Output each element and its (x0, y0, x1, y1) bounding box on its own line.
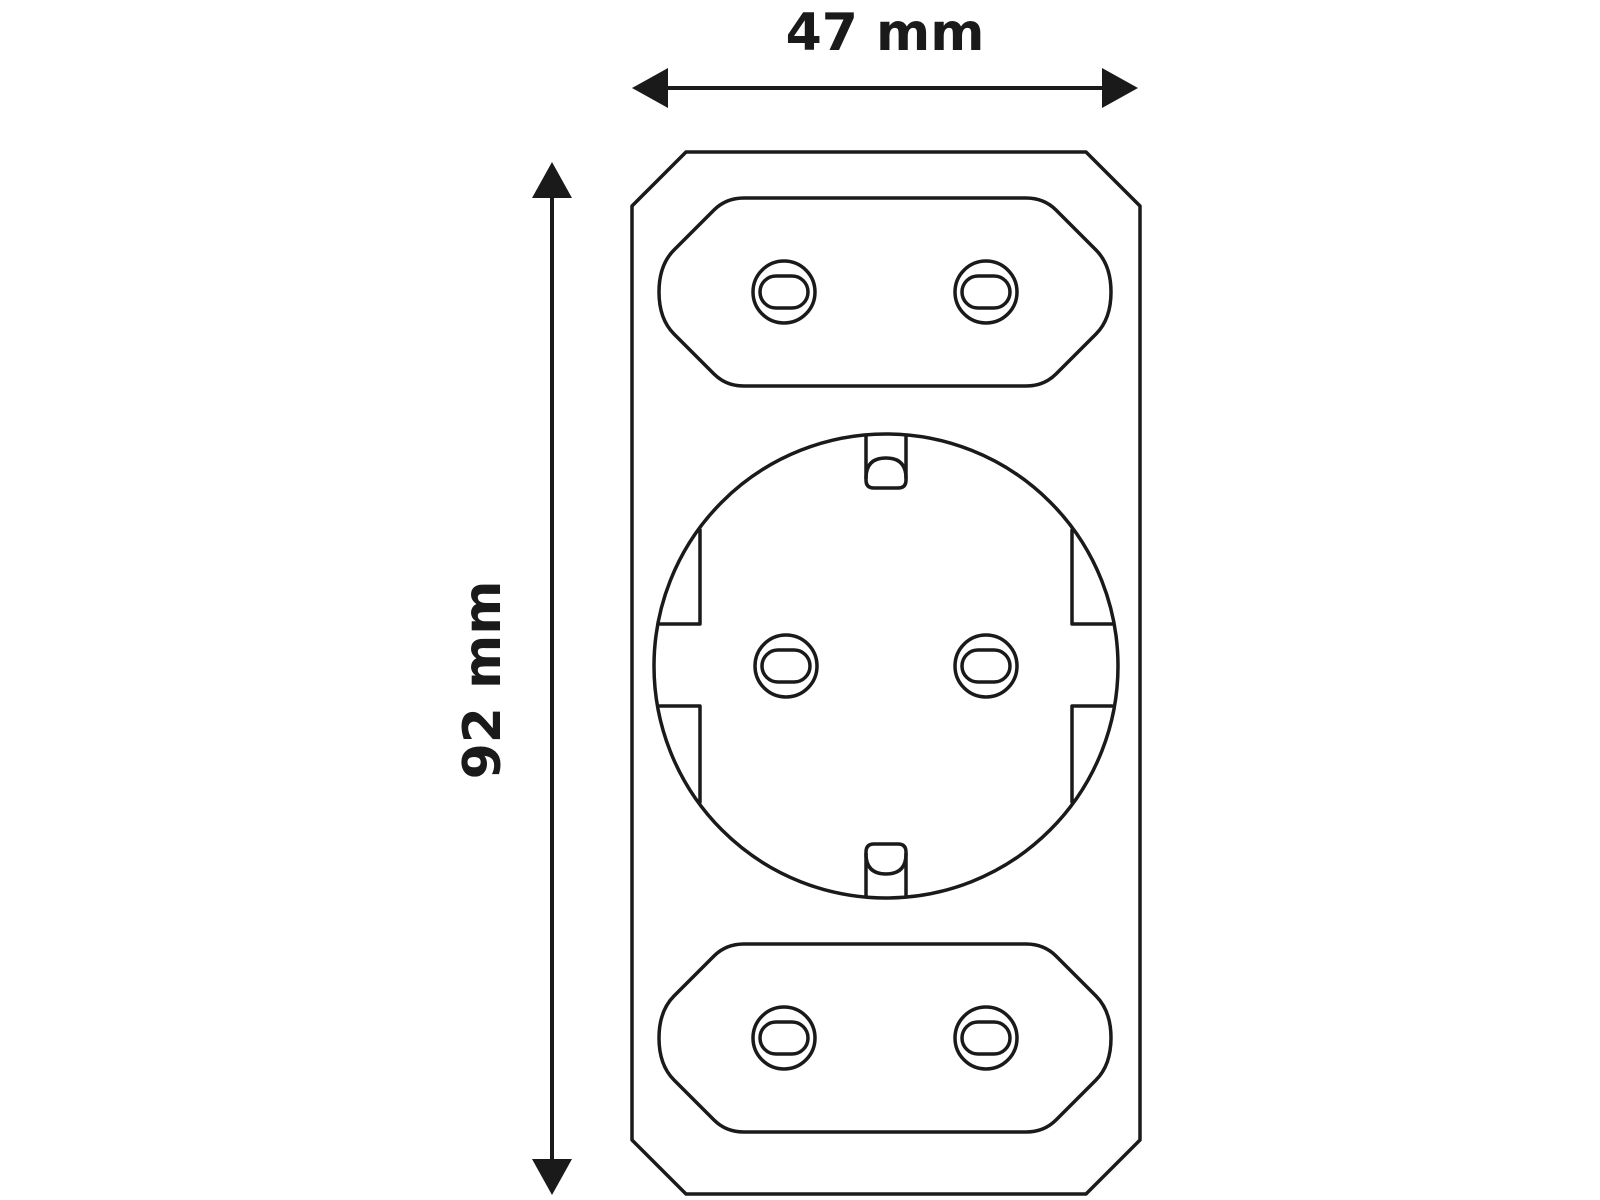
width-dimension: 47 mm (632, 3, 1138, 108)
euro-socket-top-pin-hole-right (953, 259, 1019, 325)
schuko-earth-clip-bottom-arc (864, 852, 908, 876)
width-arrow-left (632, 68, 668, 108)
schuko-pin-hole-right (953, 633, 1019, 699)
height-arrow-bottom (532, 1159, 572, 1195)
height-arrow-top (532, 162, 572, 198)
schuko-groove-left-top (658, 528, 702, 626)
euro-socket-top (657, 196, 1113, 388)
schuko-earth-clip-top-arc (864, 456, 908, 480)
height-label: 92 mm (453, 581, 513, 780)
schuko-socket-outline (652, 432, 1120, 900)
schuko-pin-hole-left (753, 633, 819, 699)
euro-socket-bottom-outline (657, 942, 1113, 1134)
width-arrow-right (1102, 68, 1138, 108)
euro-socket-bottom (657, 942, 1113, 1134)
euro-socket-bottom-pin-hole-left (751, 1005, 817, 1071)
euro-socket-top-outline (657, 196, 1113, 388)
height-dimension: 92 mm (453, 162, 572, 1195)
schuko-groove-right-top (1070, 528, 1114, 626)
schuko-earth-clip-bottom (864, 842, 908, 898)
schuko-socket (652, 432, 1120, 900)
schuko-groove-right-bottom (1070, 704, 1114, 804)
schuko-earth-clip-top (864, 434, 908, 490)
euro-socket-top-pin-hole-left (751, 259, 817, 325)
euro-socket-bottom-pin-hole-right (953, 1005, 1019, 1071)
adapter-body-outline (630, 150, 1142, 1196)
width-label: 47 mm (786, 3, 985, 63)
schuko-groove-left-bottom (658, 704, 702, 804)
